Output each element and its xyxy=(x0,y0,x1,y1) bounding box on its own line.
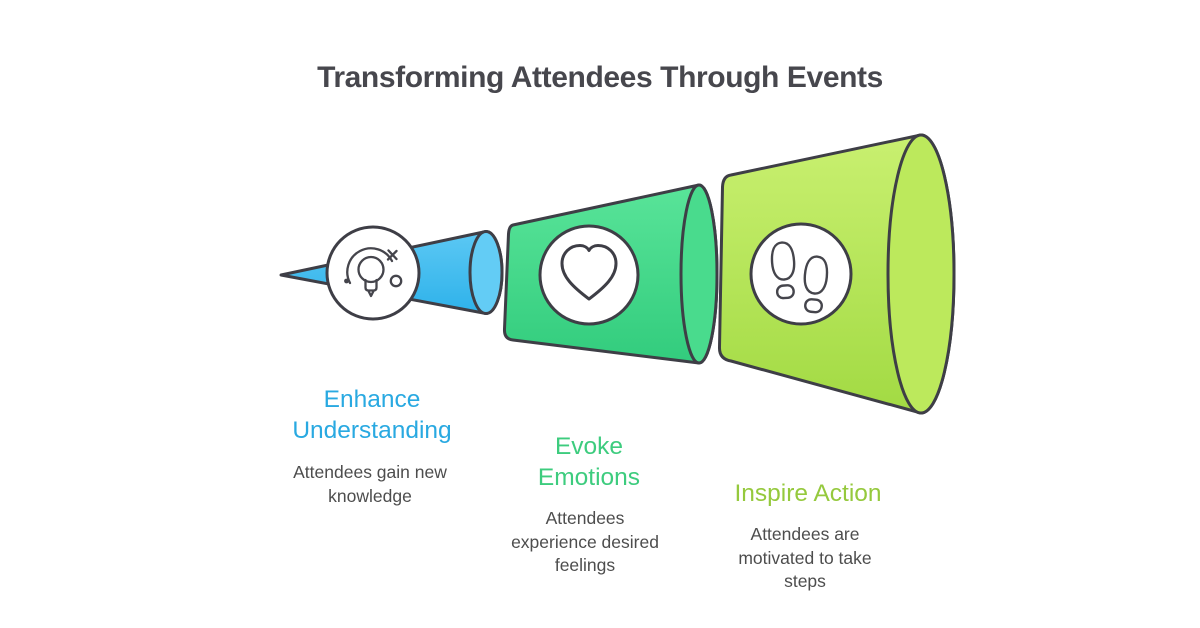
lightbulb-progress-icon xyxy=(344,247,403,298)
description-line: experience desired xyxy=(511,531,659,552)
description-line: steps xyxy=(784,571,826,591)
heading-line: Understanding xyxy=(292,417,452,444)
stage-heading-inspire-action: Inspire Action xyxy=(734,478,881,509)
progress-arc xyxy=(346,247,394,285)
description-line: Attendees gain new xyxy=(293,462,447,482)
left-footprint xyxy=(770,241,796,300)
icon-circle-action xyxy=(749,222,853,326)
description-line: Attendees are xyxy=(750,524,860,544)
arc-cross-tick xyxy=(386,249,398,261)
right-small-circle xyxy=(389,274,403,288)
bulb-tip xyxy=(367,289,375,298)
right-footprint xyxy=(803,255,829,314)
icon-circle-emotions xyxy=(538,224,640,326)
description-line: motivated to take xyxy=(738,547,872,568)
cone-end-cap xyxy=(886,133,956,415)
description-line: Attendees xyxy=(545,508,625,528)
stage-heading-evoke-emotions: Evoke Emotions xyxy=(538,431,640,493)
heart-icon xyxy=(560,244,618,301)
left-dot xyxy=(344,278,349,284)
cone-end-cap xyxy=(468,230,504,315)
bulb-base xyxy=(364,278,378,292)
heading-line: Evoke xyxy=(554,433,624,460)
bulb-glass xyxy=(357,255,385,284)
heading-line: Emotions xyxy=(537,464,641,491)
stage-description-evoke-emotions: Attendees experience desired feelings xyxy=(511,507,659,578)
footsteps-icon xyxy=(770,241,829,314)
description-line: feelings xyxy=(554,555,616,575)
heading-line: Enhance xyxy=(323,386,421,413)
stage-description-inspire-action: Attendees are motivated to take steps xyxy=(738,523,871,594)
heading-line: Inspire Action xyxy=(734,480,882,507)
description-line: knowledge xyxy=(328,485,412,506)
cone-end-cap xyxy=(679,183,719,365)
stage-heading-enhance-understanding: Enhance Understanding xyxy=(292,384,451,446)
page-title: Transforming Attendees Through Events xyxy=(317,61,883,94)
stage-description-enhance-understanding: Attendees gain new knowledge xyxy=(293,461,447,508)
icon-circle-understanding xyxy=(325,225,421,321)
